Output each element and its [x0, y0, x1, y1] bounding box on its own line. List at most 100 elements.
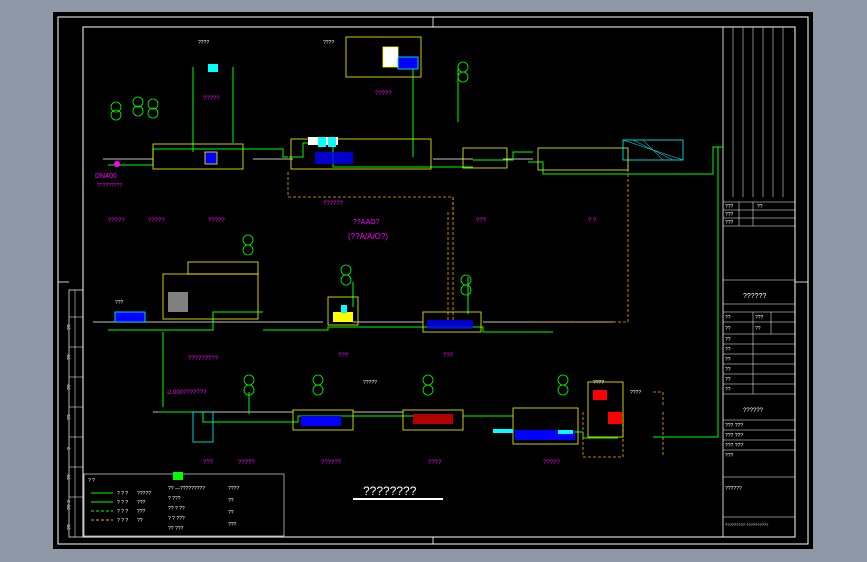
label-r1-0: ????? — [108, 218, 125, 224]
final-pump-house — [587, 381, 624, 438]
tree-icon — [557, 374, 569, 386]
tree-icons — [110, 61, 569, 396]
tag-1: ???? — [323, 40, 334, 46]
tb-company: ?????? — [725, 486, 742, 492]
tb-row-0: ??? — [725, 204, 734, 210]
tb-cell-1: ??? — [755, 315, 764, 321]
legend-col3-3: ??? — [228, 522, 237, 528]
legend-col2-0: ?? —????????? — [168, 486, 205, 492]
label-r3-2: ?????? — [321, 460, 342, 466]
label-r2-0: ????????? — [188, 356, 219, 362]
legend-col3-0: ???? — [228, 486, 239, 492]
tb-cell-4: ?? — [725, 337, 731, 343]
strip-text-2: ?? — [67, 384, 73, 390]
tb-cell-7: ?? — [725, 367, 731, 373]
tree-icon — [312, 384, 324, 396]
process-flow-drawing: ?? ?? ?? ?? ? ?? ?? ? ?? ??? ??? ??? ?? … — [57, 16, 809, 545]
tag-4: ???? — [630, 390, 641, 396]
tag-0: ???? — [198, 40, 209, 46]
strip-text-0: ?? — [67, 324, 73, 330]
main-title: ???????? — [363, 484, 417, 498]
tb-drawing-no-label: ?????? — [743, 408, 764, 414]
label-r3-1: ????? — [238, 460, 255, 466]
strip-text-5: ?? — [67, 474, 73, 480]
tree-icon — [147, 107, 159, 119]
tb-cell-8: ?? — [725, 377, 731, 383]
legend-col2-4: ?? ??? — [168, 526, 184, 532]
sedimentation-tank-1 — [462, 147, 508, 169]
tree-icon — [422, 384, 434, 396]
label-r3-4: ????? — [543, 460, 560, 466]
tb-cell-2: ?? — [725, 326, 731, 332]
legend-text-3: ?? — [137, 518, 143, 524]
label-r1-4: ????? — [203, 96, 220, 102]
center-note-2: (??A/A/O?) — [348, 232, 388, 241]
center-marks — [58, 17, 808, 544]
tree-icon — [132, 105, 144, 117]
strip-text-1: ?? — [67, 354, 73, 360]
tree-icon — [110, 101, 122, 113]
strip-text-6: ?? ? — [67, 500, 73, 510]
center-note-1: ??AAO? — [353, 219, 380, 226]
label-r1-7: ? ? — [588, 218, 597, 224]
legend-text-2: ??? — [137, 509, 146, 515]
legend-text-1: ??? — [137, 500, 146, 506]
cad-viewport[interactable]: ?? ?? ?? ?? ? ?? ?? ? ?? ??? ??? ??? ?? … — [53, 12, 813, 549]
legend: ? ? ? ? ? ????? ? ? ? ??? ? ? ? ??? ? ? … — [83, 472, 285, 537]
title-block: ??? ??? ??? ?? ?????? ?? ??? ?? ?? ?? ??… — [722, 26, 796, 538]
tb-cell-0: ?? — [725, 315, 731, 321]
filter-tank — [537, 147, 629, 171]
label-r1-3: ?????? — [323, 201, 344, 207]
tree-icon — [340, 274, 352, 286]
dn-label: DN400 — [95, 173, 117, 180]
label-r1-1: ????? — [148, 218, 165, 224]
tb-row-1: ??? — [725, 212, 734, 218]
tb-bottom-1: ??? ??? — [725, 433, 743, 439]
tag-2: ???? — [593, 380, 604, 386]
label-r3-0: ??? — [203, 460, 214, 466]
legend-title: ? ? — [88, 478, 95, 484]
left-revision-strip: ?? ?? ?? ?? ? ?? ?? ? ?? — [67, 289, 84, 538]
tree-icon — [460, 274, 472, 286]
tree-icon — [557, 384, 569, 396]
tb-row-2: ??? — [725, 220, 734, 226]
tree-icon — [110, 109, 122, 121]
coarse-screen-tank — [152, 143, 244, 170]
strip-text-3: ?? — [67, 414, 73, 420]
tb-drawing-name: ?????? — [743, 293, 766, 300]
legend-text-0: ????? — [137, 491, 151, 497]
tree-icon — [243, 374, 255, 386]
tree-icon — [457, 61, 469, 73]
legend-code-3: ? ? ? — [117, 518, 128, 524]
legend-col2-1: ? ??? — [168, 496, 181, 502]
strip-text-7: ?? — [67, 524, 73, 530]
secondary-clarifier — [512, 407, 579, 445]
main-title-group: ???????? — [353, 484, 443, 500]
tree-icon — [242, 244, 254, 256]
label-r2-2: ??? — [443, 353, 454, 359]
level-label: -2.000??????? — [166, 390, 207, 396]
sludge-tank — [422, 311, 482, 333]
tb-mark: ?? — [757, 204, 763, 210]
legend-col2-2: ?? ? ?? — [168, 506, 185, 512]
device-accents — [208, 64, 573, 434]
lift-pump-house — [345, 36, 422, 78]
water-flow-lines — [108, 67, 723, 439]
label-r2-1: ??? — [338, 353, 349, 359]
tree-icon — [460, 284, 472, 296]
legend-code-0: ? ? ? — [117, 491, 128, 497]
sludge-thickener — [327, 296, 359, 326]
tree-icon — [147, 98, 159, 110]
tb-bottom-2: ??? ??? — [725, 443, 743, 449]
tag-5: ??? — [115, 300, 124, 306]
dn-sub: ????????? — [97, 183, 122, 189]
legend-code-1: ? ? ? — [117, 500, 128, 506]
adjustment-tank — [292, 409, 354, 431]
tb-bottom-3: ??? — [725, 453, 734, 459]
tb-cell-9: ?? — [725, 387, 731, 393]
tree-icon — [242, 234, 254, 246]
tree-icon — [422, 374, 434, 386]
label-r1-5: ????? — [375, 91, 392, 97]
uv-disinfection — [622, 139, 684, 161]
tb-cell-5: ?? — [725, 347, 731, 353]
